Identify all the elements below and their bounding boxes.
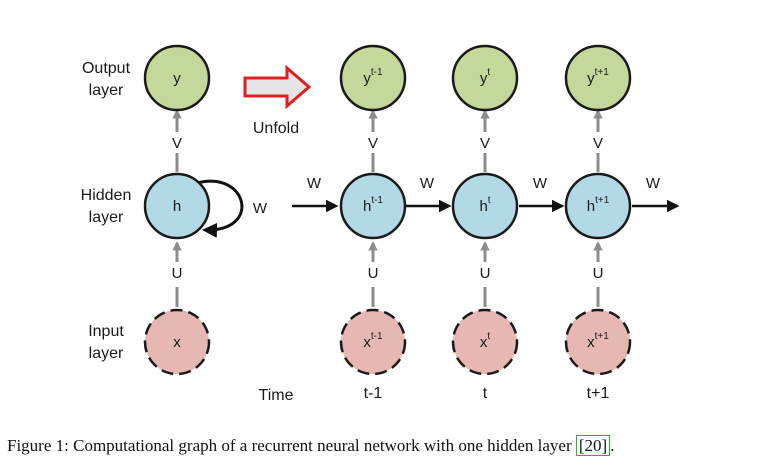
hidden-layer-label-line2: layer (89, 209, 124, 226)
step1-output-node (451, 44, 519, 112)
time-step-t-plus-1: V U yt+1 ht+1 xt+1 t+1 (564, 44, 632, 402)
step2-input-node (564, 308, 632, 376)
folded-w-label: W (253, 200, 268, 217)
step1-u-label: U (480, 265, 491, 282)
time-step-t: V U yt ht xt t (451, 44, 519, 402)
input-layer-label-line2: layer (89, 345, 124, 362)
rnn-diagram: Output layer Hidden layer Input layer V … (81, 44, 680, 404)
caption-suffix: . (610, 436, 615, 455)
step2-hidden-label: ht+1 (587, 195, 610, 215)
step0-u-label: U (368, 265, 379, 282)
unfold-arrow: Unfold (243, 64, 312, 137)
folded-hidden-node (143, 172, 211, 240)
unfolded-network: W W W W V U yt-1 ht-1 xt-1 t-1 V (292, 44, 680, 402)
step1-time-label: t (483, 385, 488, 402)
folded-output-node (143, 44, 211, 112)
unfolded-w-label-2: W (533, 175, 548, 192)
step0-v-label: V (368, 135, 378, 152)
output-layer-label-line1: Output (82, 60, 131, 77)
folded-u-label: U (172, 265, 183, 282)
step0-input-node (339, 308, 407, 376)
figure-caption: Figure 1: Computational graph of a recur… (7, 435, 752, 456)
folded-network: V U W y h x (143, 44, 268, 376)
step0-time-label: t-1 (364, 385, 383, 402)
unfold-arrow-icon (243, 64, 312, 110)
caption-text: Figure 1: Computational graph of a recur… (7, 436, 576, 455)
folded-input-node (143, 308, 211, 376)
step2-time-label: t+1 (587, 385, 610, 402)
unfolded-w-label-0: W (307, 175, 322, 192)
input-layer-label-line1: Input (88, 323, 124, 340)
step1-output-label: yt (480, 67, 491, 87)
step2-output-node (564, 44, 632, 112)
unfolded-w-label-1: W (420, 175, 435, 192)
step2-u-label: U (593, 265, 604, 282)
output-layer-label-line2: layer (89, 82, 124, 99)
unfolded-w-label-3: W (646, 175, 661, 192)
step0-output-node (339, 44, 407, 112)
citation-link[interactable]: [20] (575, 435, 611, 456)
folded-v-label: V (172, 135, 182, 152)
step1-hidden-node (451, 172, 519, 240)
step2-input-label: xt+1 (587, 331, 609, 351)
unfold-label: Unfold (253, 120, 299, 137)
step2-output-label: yt+1 (587, 67, 609, 87)
step2-hidden-node (564, 172, 632, 240)
folded-hidden-label: h (173, 198, 181, 215)
recurrent-loop-arrow (196, 179, 244, 238)
step1-input-label: xt (480, 331, 491, 351)
time-axis-label: Time (259, 387, 294, 404)
time-step-t-minus-1: V U yt-1 ht-1 xt-1 t-1 (339, 44, 407, 402)
step1-input-node (451, 308, 519, 376)
step0-input-label: xt-1 (363, 331, 383, 351)
folded-input-label: x (173, 334, 181, 351)
step0-output-label: yt-1 (363, 67, 383, 87)
step1-v-label: V (480, 135, 490, 152)
step2-v-label: V (593, 135, 603, 152)
step1-hidden-label: ht (479, 195, 490, 215)
step0-hidden-node (339, 172, 407, 240)
step0-hidden-label: ht-1 (363, 195, 383, 215)
hidden-layer-label-line1: Hidden (81, 187, 132, 204)
folded-output-label: y (173, 70, 181, 87)
